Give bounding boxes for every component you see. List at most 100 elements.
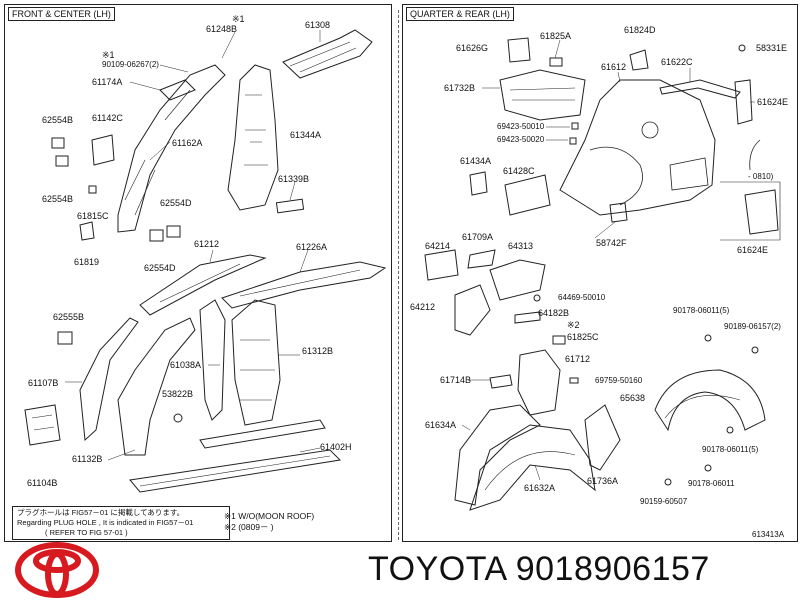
label-62554d-right: 62554D [160,198,192,208]
label-61624e-top: 61624E [757,97,789,107]
footnote-legend: ※1 W/O(MOON ROOF) ※2 (0809－ ) [224,511,314,533]
pad-61339b [275,198,305,214]
label-61434a: 61434A [460,156,492,166]
part-61714b [489,374,513,389]
clip-90178-a [704,334,712,342]
label-61714b: 61714B [440,375,472,385]
bracket-61142c [91,134,115,166]
clip-90159 [664,478,672,486]
label-69759-50160: 69759-50160 [595,376,643,385]
clip-69423 [571,122,579,130]
center-pillar-61344a [227,64,279,211]
rail-61212 [139,254,267,316]
bracket-61434a [469,171,488,196]
label-64214: 64214 [425,241,451,251]
label-61212: 61212 [194,239,220,249]
rail-61226a [221,261,387,309]
part-61736a [584,404,621,471]
brand-part-number: TOYOTA 9018906157 [368,550,710,588]
label-61402h: 61402H [320,442,352,452]
label-90178-06011-5-top: 90178-06011(5) [673,306,730,315]
cap-61819 [79,221,95,241]
clip-90189 [751,346,759,354]
label-61038a: 61038A [170,360,202,370]
gutter-61622c [659,79,741,99]
bracket-61824d [629,49,649,71]
liner-65638 [654,369,766,432]
clip-53822b [173,413,183,423]
pillar-61132b [117,317,196,456]
label-61712: 61712 [565,354,591,364]
label-61308: 61308 [305,20,331,30]
label-61312b: 61312B [302,346,334,356]
label-62554b-bottom: 62554B [42,194,74,204]
arrow [749,139,761,171]
legend-date: ※2 (0809－ ) [224,522,274,532]
label-62555b: 62555B [53,312,85,322]
label-61612: 61612 [601,62,627,72]
label-58742f: 58742F [596,238,627,248]
label-69423-50020: 69423-50020 [497,135,545,144]
extension-61624e [734,79,753,125]
label-61825a: 61825A [540,31,572,41]
wheelhouse-61632a [469,424,596,511]
bracket-61104b [24,404,61,446]
clip-58331e [738,44,746,52]
label-69423-50010: 69423-50010 [497,122,545,131]
wheelhouse-61634a [454,404,541,506]
note-line-ref: ( REFER TO FIG 57-01 ) [45,528,128,537]
label-65638: 65638 [620,393,646,403]
label-61632a: 61632A [524,483,556,493]
label-90178-06011-5-bottom: 90178-06011(5) [702,445,759,454]
front-center-panel [4,4,392,542]
quarter-inner-61732b [499,69,586,121]
quarter-panel-61612 [559,79,716,216]
panel-64313 [489,259,546,301]
pillar-61107b [79,317,139,442]
label-61248b: 61248B [206,24,238,34]
label-61736a: 61736A [587,476,619,486]
label-64212: 64212 [410,302,436,312]
panel-64214 [424,249,459,281]
label-61634a: 61634A [425,420,457,430]
front-center-title: FRONT & CENTER (LH) [8,7,115,21]
panel-divider [398,10,399,540]
pad-62554b-b [55,155,69,167]
label-61732b: 61732B [444,83,476,93]
pad-62554d-b [166,225,181,238]
front-pillar-61162a [117,64,226,233]
label-90159-60507: 90159-60507 [640,497,688,506]
label-64182b: 64182B [538,308,570,318]
label-58331e: 58331E [756,43,788,53]
label-62554d-bottom: 62554D [144,263,176,273]
plug-hole-note: プラグホールは FIG57－01 に掲載してあります。 Regarding PL… [12,506,230,540]
label-0810: - 0810) [748,172,774,181]
bracket-61709a [467,249,496,269]
patch-61825c [552,335,566,345]
panel-61712 [517,349,561,416]
extension-61428c [504,174,551,216]
part-64182b [514,311,541,324]
plate-58742f [609,202,628,223]
label-90189-06157: 90189-06157(2) [724,322,781,331]
label-64313: 64313 [508,241,534,251]
patch-61825a [549,57,563,67]
label-61622c: 61622C [661,57,693,67]
label-2: ※1 [102,50,115,60]
label-90109: 90109-06267(2) [102,60,159,69]
bracket-61174a [159,79,196,101]
label-64469: 64469-50010 [558,293,606,302]
label-90178-06011: 90178-06011 [688,479,735,488]
legend-moon-roof: ※1 W/O(MOON ROOF) [224,511,315,521]
label-61344a: 61344A [290,130,322,140]
label-61624e-bottom: 61624E [737,245,769,255]
label-61626g: 61626G [456,43,489,53]
note-line-en: Regarding PLUG HOLE , It is indicated in… [17,518,194,527]
part-61626g [507,37,531,63]
pad-62555b [57,331,73,345]
label-61825c: 61825C [567,332,599,342]
label-61709a: 61709A [462,232,494,242]
pad-62554d-a [149,229,164,242]
clip-90178-c [704,464,712,472]
